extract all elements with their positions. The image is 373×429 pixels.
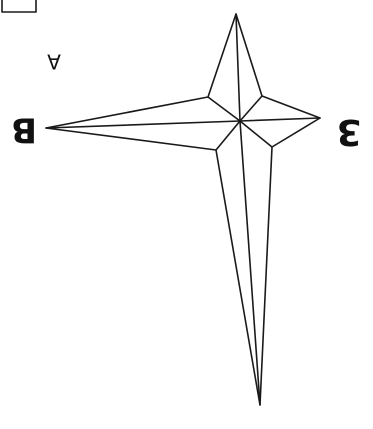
label-upper-left: A — [47, 50, 61, 74]
star-facets — [46, 14, 320, 405]
page-border-fragment — [2, 0, 36, 12]
label-right: 3 — [336, 111, 361, 152]
star-outline — [46, 14, 320, 405]
label-left: B — [11, 110, 37, 150]
